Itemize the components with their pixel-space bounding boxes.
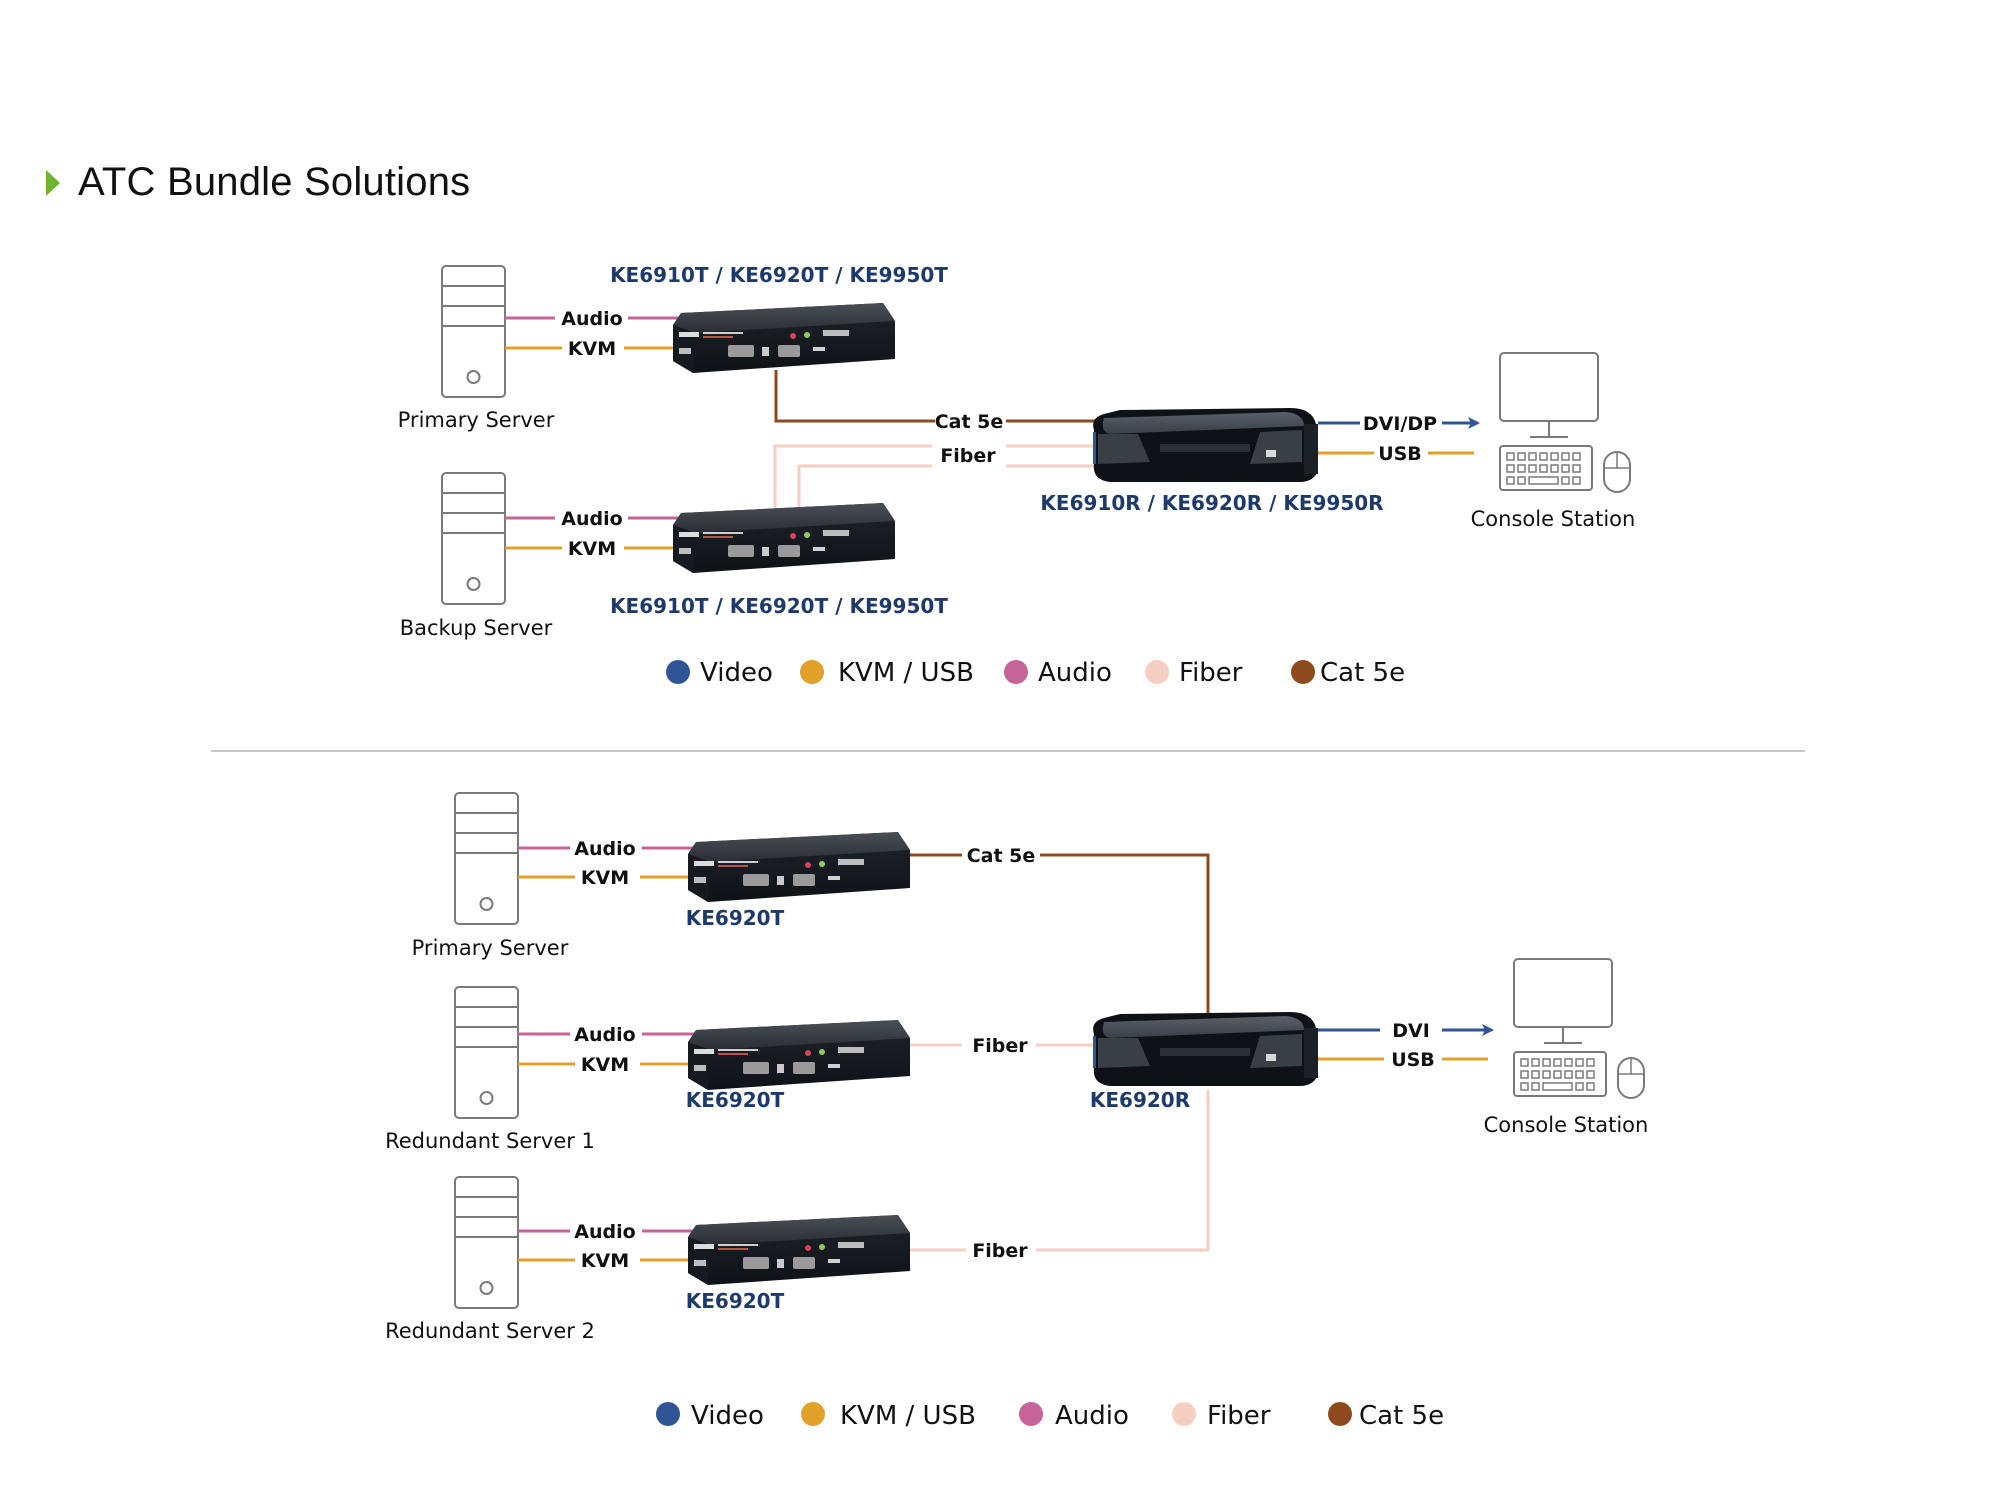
transmitter-model: KE6920T: [686, 906, 785, 930]
receiver-model: KE6910R / KE6920R / KE9950R: [1040, 491, 1383, 515]
legend-swatch-video: [666, 660, 690, 684]
primary-server: Primary Server: [398, 265, 555, 432]
video-output-label: DVI: [1392, 1020, 1430, 1042]
cat5e-line: [1040, 853, 1210, 1022]
server-label: Backup Server: [400, 616, 553, 640]
transmitter-device-icon: [688, 832, 910, 902]
legend-swatch-audio: [1004, 660, 1028, 684]
transmitter-device-icon: [688, 1215, 910, 1285]
fiber-line: [773, 444, 932, 517]
kvm-label: KVM: [568, 538, 616, 560]
console-label: Console Station: [1471, 507, 1636, 531]
audio-label: Audio: [574, 838, 635, 860]
legend-swatch-video: [656, 1402, 680, 1426]
receiver-model: KE6920R: [1090, 1088, 1190, 1112]
legend-label: Fiber: [1179, 658, 1243, 688]
fiber-label: Fiber: [972, 1240, 1028, 1262]
transmitter-model: KE6920T: [686, 1289, 785, 1313]
fiber-line: [797, 464, 932, 517]
legend-label: Audio: [1055, 1401, 1129, 1431]
backup-server: Backup Server: [400, 472, 553, 640]
legend-swatch-kvm-usb: [800, 660, 824, 684]
transmitter-device-icon: [673, 503, 895, 573]
legend-label: Cat 5e: [1320, 658, 1405, 688]
legend-label: Cat 5e: [1359, 1401, 1444, 1431]
legend-1: Video KVM / USB Audio Fiber Cat 5e: [666, 658, 1405, 688]
cat5e-label: Cat 5e: [967, 845, 1036, 867]
console-label: Console Station: [1484, 1113, 1649, 1137]
usb-output-label: USB: [1391, 1049, 1435, 1071]
kvm-label: KVM: [581, 1054, 629, 1076]
transmitter-model: KE6920T: [686, 1088, 785, 1112]
transmitter-device-icon: [688, 1020, 910, 1090]
legend-label: Video: [691, 1401, 764, 1431]
server-tower-icon: [454, 792, 519, 925]
legend-label: Fiber: [1207, 1401, 1271, 1431]
cat5e-line: [774, 370, 935, 423]
legend-swatch-audio: [1019, 1402, 1043, 1426]
legend-swatch-cat5e: [1291, 660, 1315, 684]
transmitter-device-icon: [673, 303, 895, 373]
transmitter-model: KE6910T / KE6920T / KE9950T: [610, 263, 948, 287]
legend-swatch-fiber: [1145, 660, 1169, 684]
server-tower-icon: [441, 472, 506, 605]
server-tower-icon: [454, 986, 519, 1119]
fiber-line: [1036, 1090, 1210, 1252]
receiver-device-icon: [1093, 408, 1318, 482]
console-station-icon: [1499, 352, 1631, 493]
legend-swatch-kvm-usb: [801, 1402, 825, 1426]
legend-label: KVM / USB: [840, 1401, 976, 1431]
legend-swatch-cat5e: [1328, 1402, 1352, 1426]
legend-label: Audio: [1038, 658, 1112, 688]
server-tower-icon: [441, 265, 506, 398]
fiber-label: Fiber: [940, 445, 996, 467]
server-label: Primary Server: [412, 936, 569, 960]
audio-label: Audio: [561, 308, 622, 330]
legend-2: Video KVM / USB Audio Fiber Cat 5e: [656, 1401, 1444, 1431]
server-label: Primary Server: [398, 408, 555, 432]
title-arrow-icon: [46, 170, 60, 196]
kvm-label: KVM: [568, 338, 616, 360]
usb-output-label: USB: [1378, 443, 1422, 465]
legend-swatch-fiber: [1172, 1402, 1196, 1426]
legend-label: Video: [700, 658, 773, 688]
section-divider: [211, 750, 1805, 752]
console-station-icon: [1513, 958, 1645, 1099]
audio-label: Audio: [561, 508, 622, 530]
audio-label: Audio: [574, 1024, 635, 1046]
cat5e-label: Cat 5e: [935, 411, 1004, 433]
server-label: Redundant Server 2: [385, 1319, 595, 1343]
kvm-label: KVM: [581, 1250, 629, 1272]
receiver-device-icon: [1093, 1012, 1318, 1086]
diagram-1: Primary Server Audio KVM KE6910T / KE692…: [398, 263, 1636, 640]
diagram-2: Primary Server Audio KVM KE6920T Cat 5e …: [385, 792, 1649, 1343]
fiber-label: Fiber: [972, 1035, 1028, 1057]
video-output-label: DVI/DP: [1363, 413, 1437, 435]
audio-label: Audio: [574, 1221, 635, 1243]
kvm-label: KVM: [581, 867, 629, 889]
transmitter-model: KE6910T / KE6920T / KE9950T: [610, 594, 948, 618]
page-title: ATC Bundle Solutions: [78, 160, 471, 204]
legend-label: KVM / USB: [838, 658, 974, 688]
server-tower-icon: [454, 1176, 519, 1309]
server-label: Redundant Server 1: [385, 1129, 595, 1153]
